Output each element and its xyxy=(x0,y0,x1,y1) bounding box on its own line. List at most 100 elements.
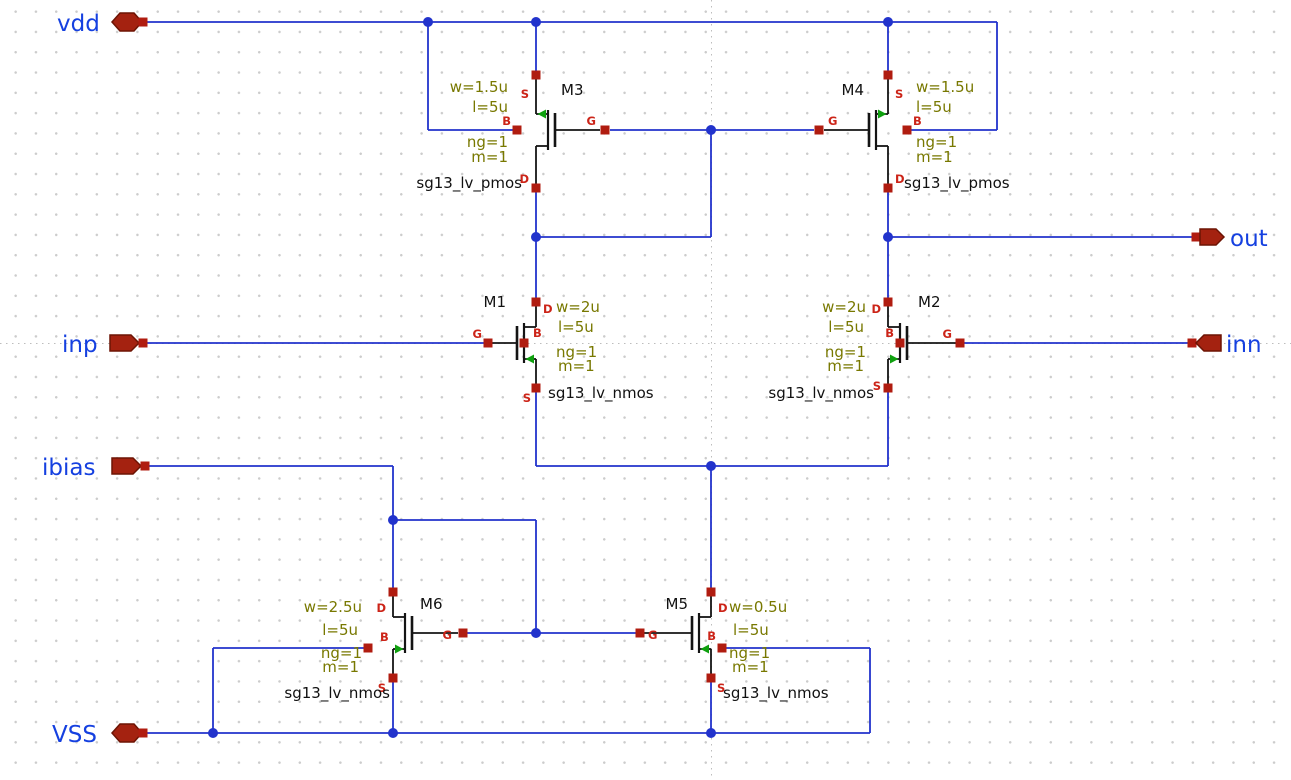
transistor-m5[interactable]: D S G B M5 sg13_lv_nmos w=0.5u l=5u ng=1… xyxy=(635,587,829,704)
m3-bulk-terminal xyxy=(512,125,522,135)
transistor-m4[interactable]: S D G B M4 sg13_lv_pmos w=1.5u l=5u ng=1… xyxy=(814,70,1010,194)
m4-gate-terminal xyxy=(814,125,824,135)
m3-pin-label-bulk: B xyxy=(502,114,511,128)
junction-dot xyxy=(531,628,541,638)
m4-model-label[interactable]: sg13_lv_pmos xyxy=(904,174,1010,193)
m1-param-ng[interactable]: ng=1 xyxy=(556,343,597,361)
port-label-out[interactable]: out xyxy=(1230,226,1268,252)
junction-dot xyxy=(388,515,398,525)
m5-param-w[interactable]: w=0.5u xyxy=(729,598,787,616)
pin-terminal xyxy=(140,461,150,471)
m2-pin-label-bulk: B xyxy=(885,326,894,340)
m4-pin-label-gate: G xyxy=(828,114,837,128)
m3-param-l[interactable]: l=5u xyxy=(472,98,508,116)
m1-instance-label[interactable]: M1 xyxy=(484,293,507,311)
m3-param-ng[interactable]: ng=1 xyxy=(467,133,508,151)
m2-param-m[interactable]: m=1 xyxy=(827,357,864,375)
m3-source-terminal xyxy=(531,70,541,80)
m6-instance-label[interactable]: M6 xyxy=(420,595,443,613)
m3-model-label[interactable]: sg13_lv_pmos xyxy=(416,174,522,193)
m5-bulk-terminal xyxy=(717,643,727,653)
output-pin-icon[interactable] xyxy=(1199,228,1226,246)
input-pin-icon[interactable] xyxy=(111,457,143,475)
m6-param-m[interactable]: m=1 xyxy=(322,658,359,676)
m5-param-m[interactable]: m=1 xyxy=(732,658,769,676)
m6-pin-label-source: S xyxy=(378,681,386,695)
m3-param-m[interactable]: m=1 xyxy=(471,148,508,166)
m2-param-ng[interactable]: ng=1 xyxy=(825,343,866,361)
m6-pin-label-gate: G xyxy=(443,628,452,642)
m4-param-w[interactable]: w=1.5u xyxy=(916,78,974,96)
m4-param-m[interactable]: m=1 xyxy=(916,148,953,166)
m6-param-l[interactable]: l=5u xyxy=(322,621,358,639)
junction-dot xyxy=(208,728,218,738)
m5-param-l[interactable]: l=5u xyxy=(733,621,769,639)
transistor-m3[interactable]: S D G B M3 sg13_lv_pmos w=1.5u l=5u ng=1… xyxy=(416,70,610,194)
port-ibias[interactable]: ibias xyxy=(42,455,150,481)
m4-param-l[interactable]: l=5u xyxy=(916,98,952,116)
junction-dot xyxy=(531,17,541,27)
m2-pin-label-source: S xyxy=(873,379,881,393)
m5-pin-label-gate: G xyxy=(648,628,657,642)
port-out[interactable]: out xyxy=(1191,226,1268,252)
m4-pin-label-drain: D xyxy=(895,172,905,186)
pin-terminal xyxy=(1187,338,1197,348)
port-inn[interactable]: inn xyxy=(1187,332,1262,358)
m5-param-ng[interactable]: ng=1 xyxy=(729,644,770,662)
pin-terminal xyxy=(138,338,148,348)
m1-param-l[interactable]: l=5u xyxy=(558,318,594,336)
m5-gate-terminal xyxy=(635,628,645,638)
transistor-m1[interactable]: D S G B M1 sg13_lv_nmos w=2u l=5u ng=1 m… xyxy=(473,293,654,405)
supply-pin-icon[interactable] xyxy=(110,723,144,743)
port-label-vss[interactable]: VSS xyxy=(52,722,97,748)
m1-param-m[interactable]: m=1 xyxy=(558,357,595,375)
m3-instance-label[interactable]: M3 xyxy=(561,81,584,99)
port-label-ibias[interactable]: ibias xyxy=(42,455,95,481)
m1-param-w[interactable]: w=2u xyxy=(556,298,600,316)
m4-drain-terminal xyxy=(883,183,893,193)
supply-pin-icon[interactable] xyxy=(110,12,144,32)
port-label-inp[interactable]: inp xyxy=(62,332,98,358)
junction-dot xyxy=(531,232,541,242)
m1-gate-terminal xyxy=(483,338,493,348)
m2-pin-label-drain: D xyxy=(871,302,881,316)
port-label-vdd[interactable]: vdd xyxy=(57,11,100,37)
m1-pin-label-bulk: B xyxy=(533,326,542,340)
pin-terminal xyxy=(138,728,148,738)
m6-gate-terminal xyxy=(458,628,468,638)
junction-dots xyxy=(208,17,893,738)
m1-model-label[interactable]: sg13_lv_nmos xyxy=(548,384,654,403)
input-pin-icon[interactable] xyxy=(1194,334,1222,352)
port-vdd[interactable]: vdd xyxy=(57,11,148,37)
m4-instance-label[interactable]: M4 xyxy=(842,81,865,99)
m3-param-w[interactable]: w=1.5u xyxy=(450,78,508,96)
m2-param-l[interactable]: l=5u xyxy=(828,318,864,336)
m2-model-label[interactable]: sg13_lv_nmos xyxy=(768,384,874,403)
port-inp[interactable]: inp xyxy=(62,332,148,358)
port-label-inn[interactable]: inn xyxy=(1226,332,1262,358)
m6-source-terminal xyxy=(388,673,398,683)
junction-dot xyxy=(388,728,398,738)
m2-param-w[interactable]: w=2u xyxy=(822,298,866,316)
m6-param-w[interactable]: w=2.5u xyxy=(304,598,362,616)
transistor-m2[interactable]: D S G B M2 sg13_lv_nmos w=2u l=5u ng=1 m… xyxy=(768,293,965,403)
source-arrow-icon xyxy=(878,109,887,119)
m6-drain-terminal xyxy=(388,587,398,597)
m6-param-ng[interactable]: ng=1 xyxy=(321,644,362,662)
m5-source-terminal xyxy=(706,673,716,683)
m5-model-label[interactable]: sg13_lv_nmos xyxy=(723,684,829,703)
m4-param-ng[interactable]: ng=1 xyxy=(916,133,957,151)
transistor-m6[interactable]: D S G B M6 sg13_lv_nmos w=2.5u l=5u ng=1… xyxy=(284,587,468,704)
port-vss[interactable]: VSS xyxy=(52,722,148,748)
m2-instance-label[interactable]: M2 xyxy=(918,293,941,311)
junction-dot xyxy=(706,728,716,738)
m1-source-terminal xyxy=(531,383,541,393)
source-arrow-icon xyxy=(890,354,899,364)
m5-instance-label[interactable]: M5 xyxy=(666,595,689,613)
junction-dot xyxy=(423,17,433,27)
m1-pin-label-gate: G xyxy=(473,327,482,341)
input-pin-icon[interactable] xyxy=(109,334,141,352)
m6-model-label[interactable]: sg13_lv_nmos xyxy=(284,684,390,703)
